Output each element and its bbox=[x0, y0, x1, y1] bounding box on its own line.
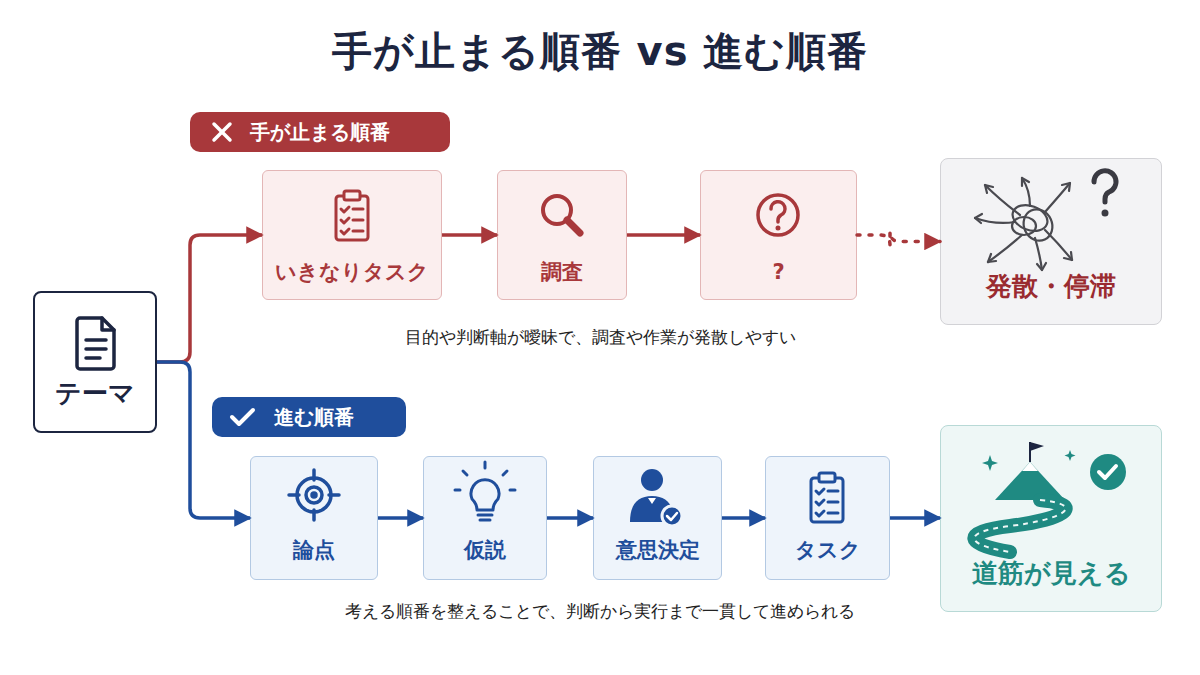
tag-text: 手が止まる順番 bbox=[250, 120, 390, 144]
caption-note: 考える順番を整えることで、判断から実行まで一貫して進められる bbox=[280, 600, 920, 622]
mountain-road-icon bbox=[974, 442, 1126, 552]
flow-arrow bbox=[857, 232, 940, 246]
node-text: 意思決定 bbox=[616, 538, 700, 563]
magnifier-icon bbox=[543, 196, 580, 233]
process-box: 仮説 bbox=[423, 456, 547, 580]
process-box: タスク bbox=[765, 456, 890, 580]
decision-person-icon bbox=[630, 469, 682, 526]
node-text: 論点 bbox=[293, 538, 335, 563]
section-tag: 進む順番 bbox=[212, 397, 406, 437]
node-text: 道筋が見える bbox=[972, 558, 1131, 589]
process-box: いきなりタスク bbox=[262, 170, 442, 300]
section-tag: 手が止まる順番 bbox=[190, 112, 450, 152]
flow-arrow bbox=[627, 233, 700, 237]
bulb-icon bbox=[455, 462, 515, 520]
flow-arrow bbox=[157, 235, 262, 362]
result-box: 発散・停滞 bbox=[940, 158, 1162, 325]
tag-text: 進む順番 bbox=[274, 405, 354, 429]
question-icon bbox=[758, 195, 798, 235]
node-text: テーマ bbox=[55, 378, 135, 409]
process-box: 調査 bbox=[497, 170, 627, 300]
process-box: 意思決定 bbox=[593, 456, 722, 580]
check-mark bbox=[232, 410, 253, 424]
flow-arrow bbox=[378, 516, 423, 520]
clipboard-icon bbox=[336, 191, 368, 240]
flow-arrow bbox=[157, 362, 250, 518]
node-text: 発散・停滞 bbox=[986, 271, 1116, 302]
flow-arrow bbox=[547, 516, 593, 520]
node-text: ? bbox=[772, 260, 784, 285]
flow-arrow bbox=[722, 516, 765, 520]
node-text: タスク bbox=[795, 538, 861, 563]
document-icon bbox=[77, 318, 114, 369]
diagram-title: 手が止まる順番 vs 進む順番 bbox=[0, 24, 1200, 79]
process-box: ? bbox=[700, 170, 857, 300]
theme-box: テーマ bbox=[33, 291, 157, 433]
tangled-arrows-icon bbox=[975, 178, 1072, 270]
process-box: 論点 bbox=[250, 456, 378, 580]
node-text: 仮説 bbox=[464, 538, 506, 563]
node-text: いきなりタスク bbox=[275, 260, 429, 285]
clipboard-icon bbox=[811, 473, 843, 522]
big-question-icon bbox=[1094, 171, 1116, 215]
node-text: 調査 bbox=[541, 260, 583, 285]
flow-arrow bbox=[442, 233, 497, 237]
caption-note: 目的や判断軸が曖昧で、調査や作業が発散しやすい bbox=[300, 326, 900, 348]
result-box: 道筋が見える bbox=[940, 425, 1162, 612]
cross-mark bbox=[214, 124, 230, 140]
flow-arrow bbox=[890, 516, 940, 520]
target-icon bbox=[289, 470, 339, 520]
